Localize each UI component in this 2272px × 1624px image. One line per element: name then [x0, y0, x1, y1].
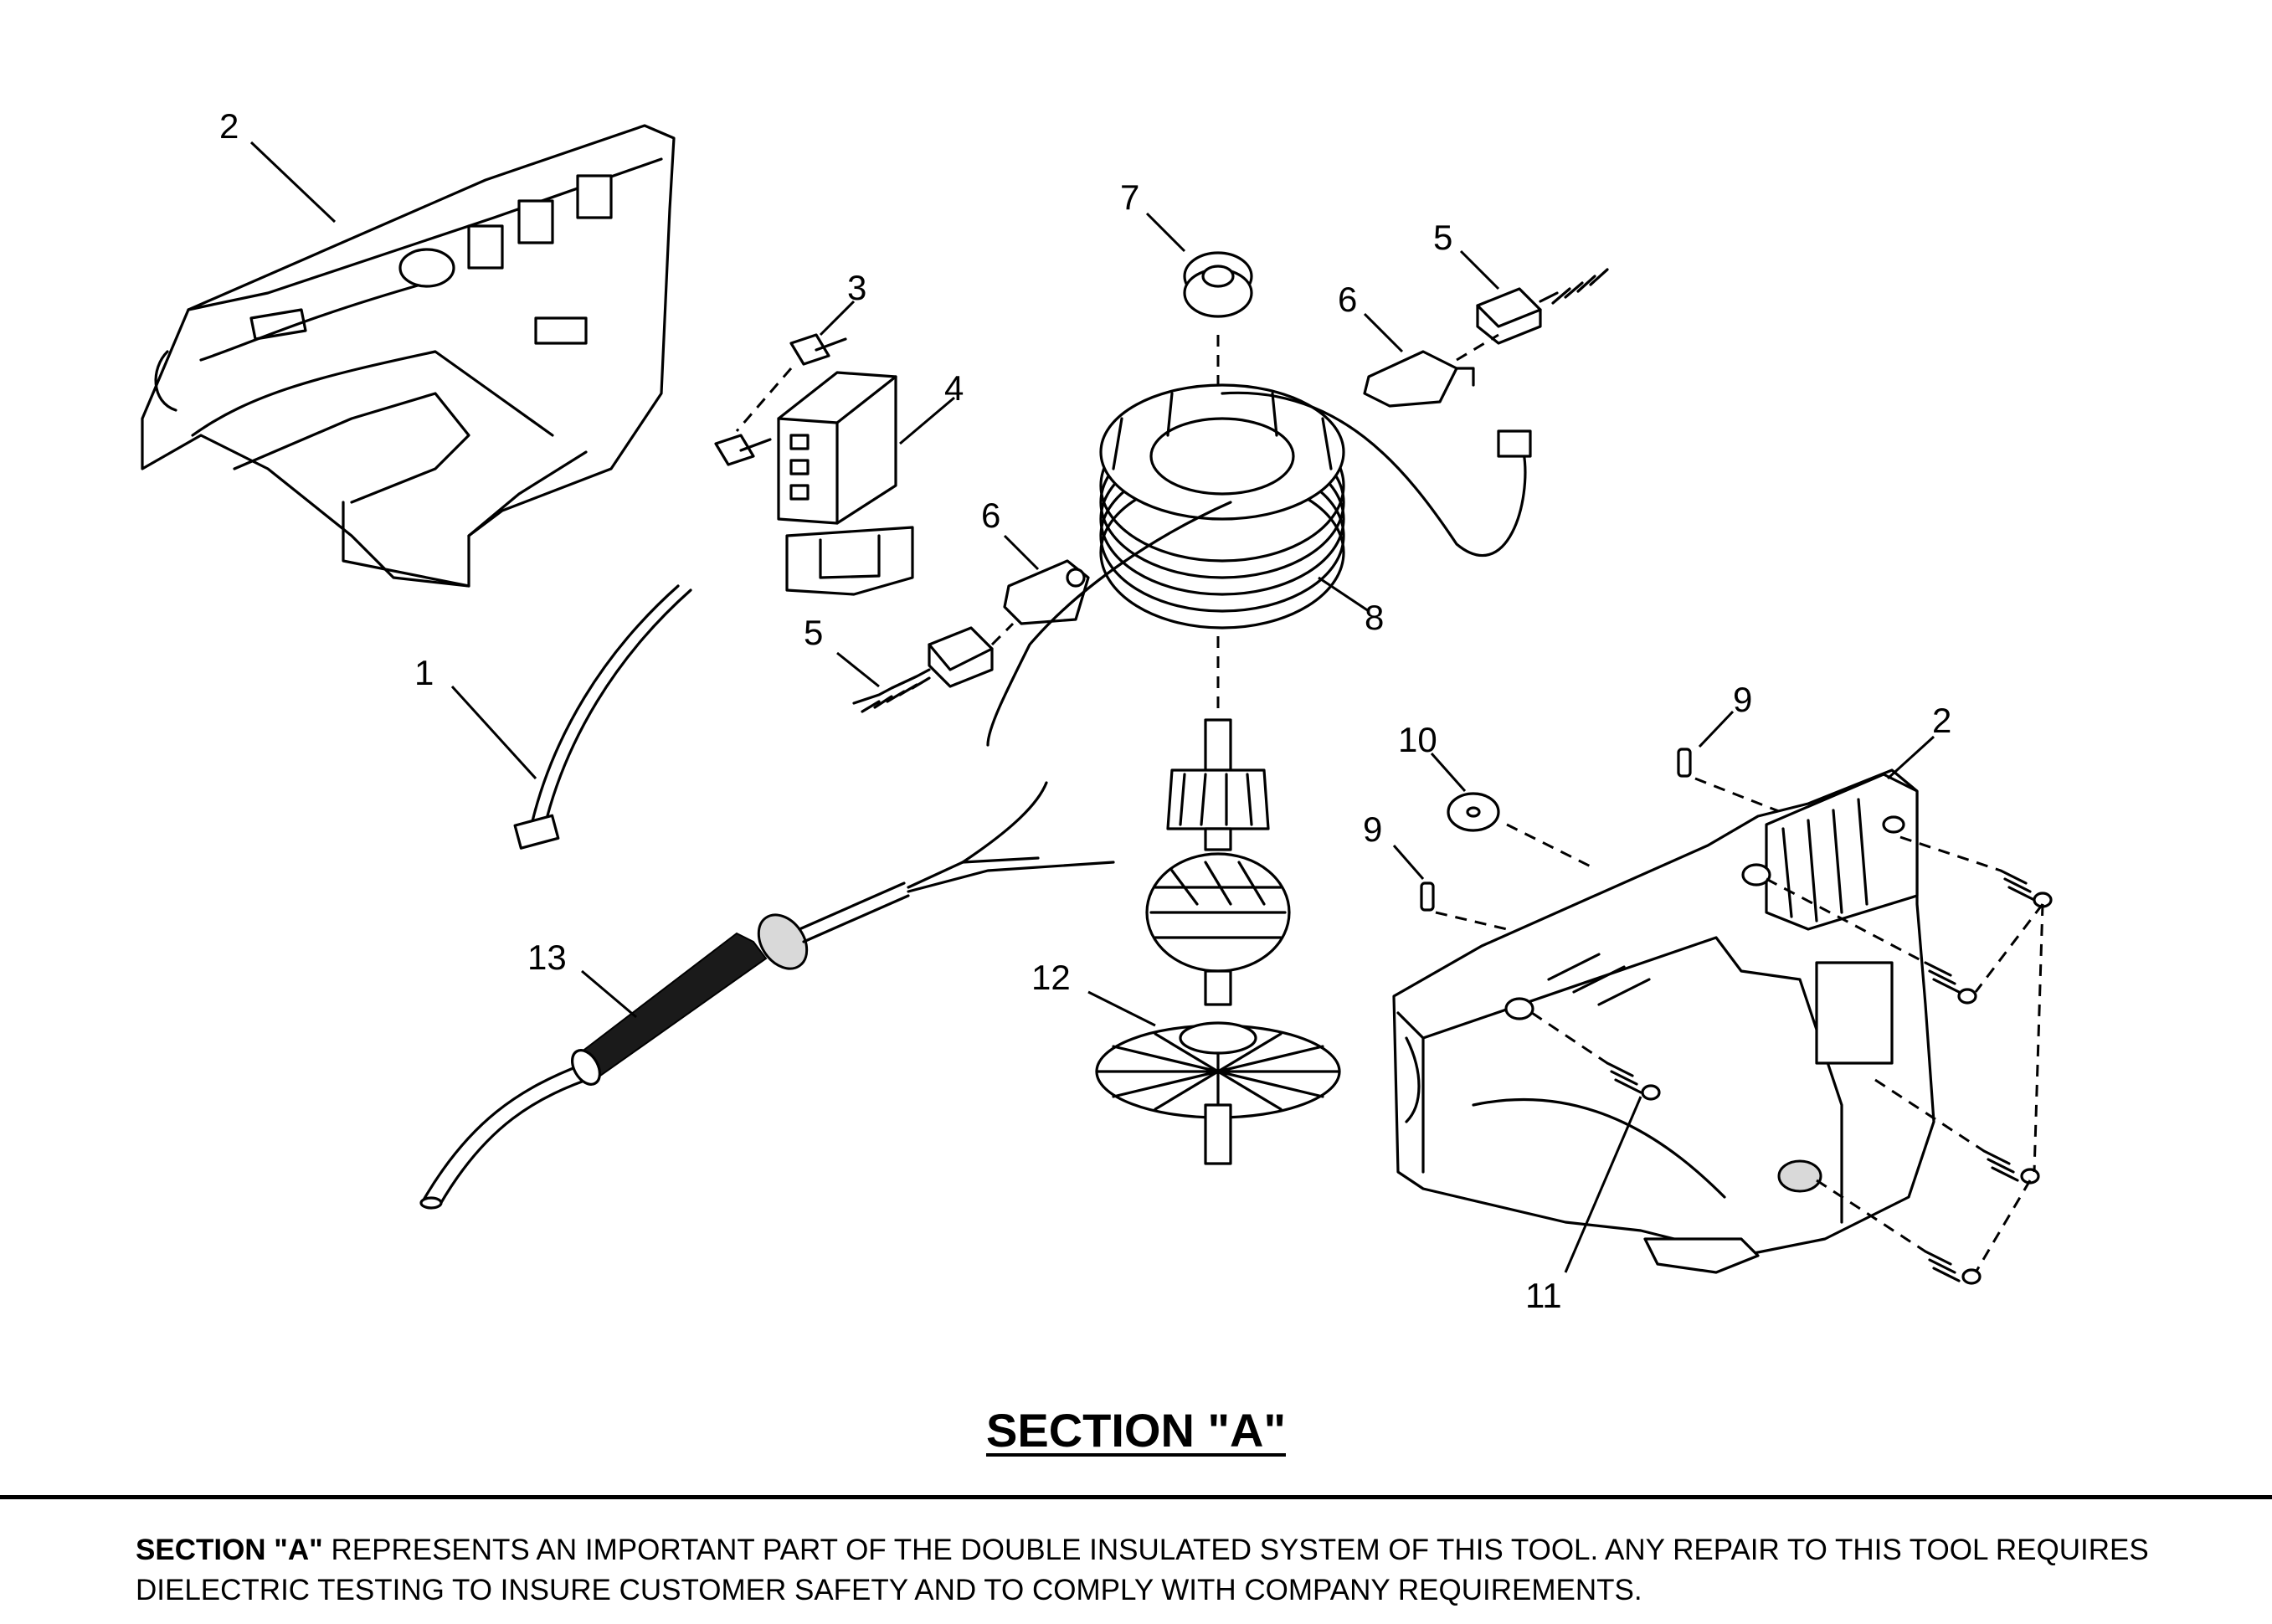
callout-13: 13 [527, 938, 567, 977]
callout-4: 4 [944, 368, 964, 408]
leader-5-lower [836, 651, 880, 688]
leader-11 [1564, 1096, 1642, 1273]
leader-4 [899, 396, 955, 445]
leader-5-upper [1459, 249, 1500, 290]
switch-screws [714, 333, 847, 466]
brush-holder-upper [1363, 333, 1499, 408]
exploded-parts-diagram: 2 1 3 4 6 [141, 106, 2053, 1315]
leader-7 [1145, 212, 1186, 253]
brush-spring-upper [1476, 268, 1609, 345]
callout-2-right: 2 [1932, 701, 1951, 740]
leader-9-upper [1698, 710, 1735, 748]
callout-8: 8 [1365, 598, 1384, 637]
callout-5-upper: 5 [1433, 218, 1452, 257]
brush-holder-lower [1003, 559, 1090, 625]
leader-8 [1318, 576, 1370, 613]
switch [777, 371, 914, 596]
leader-13 [581, 969, 637, 1019]
callout-3: 3 [847, 268, 866, 307]
callout-9-lower: 9 [1363, 809, 1382, 849]
leader-3 [819, 300, 856, 337]
leader-1 [450, 685, 537, 780]
power-cord [419, 781, 1115, 1210]
callout-6-lower: 6 [981, 496, 1000, 535]
washer [1447, 792, 1591, 868]
callout-2-left: 2 [219, 106, 239, 146]
leader-9-lower [1392, 845, 1425, 880]
housing-half-right [1392, 768, 1935, 1274]
pin-upper [1677, 748, 1792, 818]
callout-9-upper: 9 [1733, 680, 1752, 719]
bearing [1183, 251, 1253, 385]
wire-lead [513, 584, 692, 850]
notice-text: REPRESENTS AN IMPORTANT PART OF THE DOUB… [136, 1534, 2149, 1606]
safety-notice: SECTION "A" REPRESENTS AN IMPORTANT PART… [136, 1530, 2228, 1611]
callout-7: 7 [1120, 177, 1139, 217]
leader-2-right [1886, 735, 1935, 780]
callout-6-upper: 6 [1338, 280, 1357, 319]
callout-12: 12 [1031, 958, 1071, 997]
leader-6-upper [1363, 312, 1404, 353]
section-title: SECTION "A" [0, 1403, 2272, 1457]
housing-screws [1531, 835, 2053, 1285]
divider-rule [0, 1495, 2272, 1499]
callout-5-lower: 5 [804, 613, 823, 652]
leader-6-lower [1003, 534, 1040, 571]
leader-10 [1430, 753, 1467, 792]
notice-lead: SECTION "A" [136, 1534, 323, 1566]
armature [1095, 718, 1341, 1165]
leader-2-left [249, 141, 337, 224]
callout-11: 11 [1525, 1276, 1562, 1315]
callout-10: 10 [1398, 720, 1437, 759]
pin-lower [1420, 881, 1508, 931]
housing-half-left [141, 124, 676, 588]
callout-1: 1 [414, 653, 434, 692]
section-title-text: SECTION "A" [985, 1404, 1286, 1457]
leader-12 [1087, 990, 1156, 1027]
brush-spring-lower [852, 622, 1015, 713]
field-coil [986, 383, 1532, 747]
